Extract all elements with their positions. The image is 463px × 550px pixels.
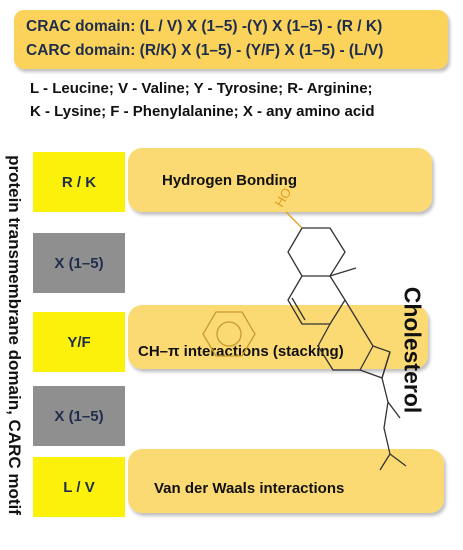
side-chain <box>379 351 391 471</box>
motif-box-spacer-1: X (1–5) <box>33 233 125 293</box>
interaction-label-vdw: Van der Waals interactions <box>154 480 345 497</box>
legend-line-2: K - Lysine; F - Phenylalanine; X - any a… <box>30 103 375 120</box>
benzene-aromatic-circle <box>216 321 242 347</box>
ring-a <box>287 227 346 277</box>
interaction-label-hydrogen: Hydrogen Bonding <box>162 172 297 189</box>
ring-b-double-bond <box>291 297 306 321</box>
motif-box-lv: L / V <box>33 457 125 517</box>
interaction-band-hydrogen: Hydrogen Bonding <box>128 148 432 212</box>
carc-domain-text: CARC domain: (R/K) X (1–5) - (Y/F) X (1–… <box>26 42 384 59</box>
hydroxyl-label: HO <box>272 185 295 209</box>
methyl-19 <box>329 267 357 277</box>
side-chain-methyl <box>387 401 401 419</box>
side-chain-branch <box>389 453 407 467</box>
interaction-label-stacking: CH–π interactions (stacking) <box>138 343 344 360</box>
interaction-band-stacking: CH–π interactions (stacking) <box>128 305 428 369</box>
motif-box-spacer-2: X (1–5) <box>33 386 125 446</box>
hydroxyl-bond <box>285 211 303 229</box>
legend-line-1: L - Leucine; V - Valine; Y - Tyrosine; R… <box>30 80 373 97</box>
ring-b <box>287 275 346 325</box>
crac-domain-text: CRAC domain: (L / V) X (1–5) -(Y) X (1–5… <box>26 18 383 35</box>
motif-box-rk: R / K <box>33 152 125 212</box>
benzene-ring <box>202 311 256 357</box>
motif-box-yf: Y/F <box>33 312 125 372</box>
domain-definition-box: CRAC domain: (L / V) X (1–5) -(Y) X (1–5… <box>14 10 448 69</box>
cholesterol-label: Cholesterol <box>392 250 432 450</box>
cholesterol-label-text: Cholesterol <box>399 286 426 414</box>
ring-c <box>317 299 374 371</box>
interaction-band-vdw: Van der Waals interactions <box>128 449 444 513</box>
